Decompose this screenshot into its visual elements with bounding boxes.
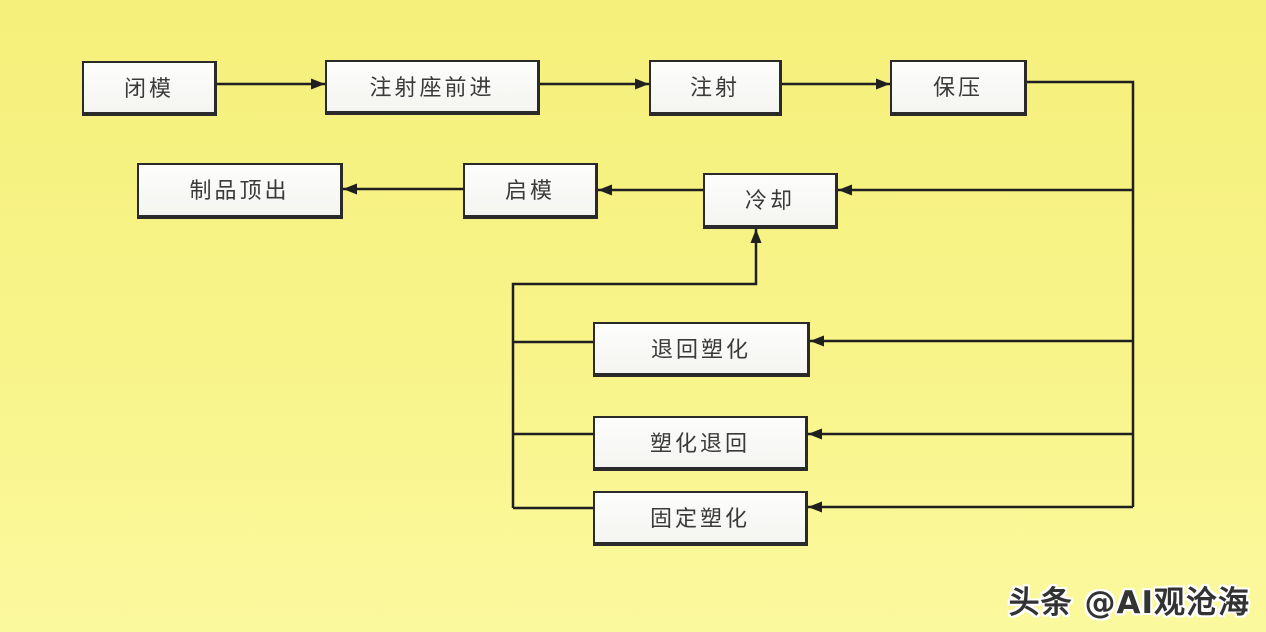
arrowhead-mold-opening-to-product-ejection [343, 183, 357, 195]
arrowhead-left-trunk-to-cooling [750, 229, 762, 243]
node-pressure-holding: 保压 [890, 60, 1027, 116]
node-label: 注射座前进 [369, 74, 495, 100]
node-label: 启模 [504, 178, 555, 203]
node-label: 注射 [689, 75, 740, 100]
node-label: 退回塑化 [650, 336, 751, 362]
arrowhead-right-trunk-to-plasticize-retract [808, 428, 822, 440]
arrowhead-right-trunk-to-fixed-plasticize [808, 501, 822, 513]
arrowhead-right-trunk-to-retract-plasticize [810, 335, 824, 347]
edge-left-trunk-to-cooling [511, 229, 758, 508]
arrowhead-close-mold-to-injection-seat-advance [311, 78, 325, 90]
node-product-ejection: 制品顶出 [137, 163, 343, 219]
node-label: 塑化退回 [649, 430, 750, 456]
node-label: 制品顶出 [189, 178, 290, 203]
watermark-text: 头条 @AI观沧海 [1008, 585, 1250, 621]
node-label: 保压 [932, 75, 983, 100]
node-mold-opening: 启模 [463, 163, 598, 219]
node-plasticize-retract: 塑化退回 [593, 416, 808, 471]
arrowhead-right-trunk-to-cooling [838, 184, 852, 196]
node-label: 冷却 [744, 188, 795, 213]
node-fixed-plasticize: 固定塑化 [593, 491, 808, 546]
node-close-mold: 闭模 [82, 61, 217, 116]
arrowhead-cooling-to-mold-opening [598, 184, 612, 196]
node-injection-seat-advance: 注射座前进 [325, 60, 540, 115]
edge-pressure-holding-to-right-trunk [1027, 80, 1135, 507]
node-label: 固定塑化 [649, 505, 750, 531]
node-label: 闭模 [123, 75, 174, 101]
node-retract-plasticize: 退回塑化 [593, 322, 810, 377]
arrowhead-injection-seat-advance-to-injection [635, 78, 649, 90]
node-cooling: 冷却 [703, 173, 838, 229]
arrowhead-injection-to-pressure-holding [876, 78, 890, 90]
node-injection: 注射 [649, 60, 782, 116]
